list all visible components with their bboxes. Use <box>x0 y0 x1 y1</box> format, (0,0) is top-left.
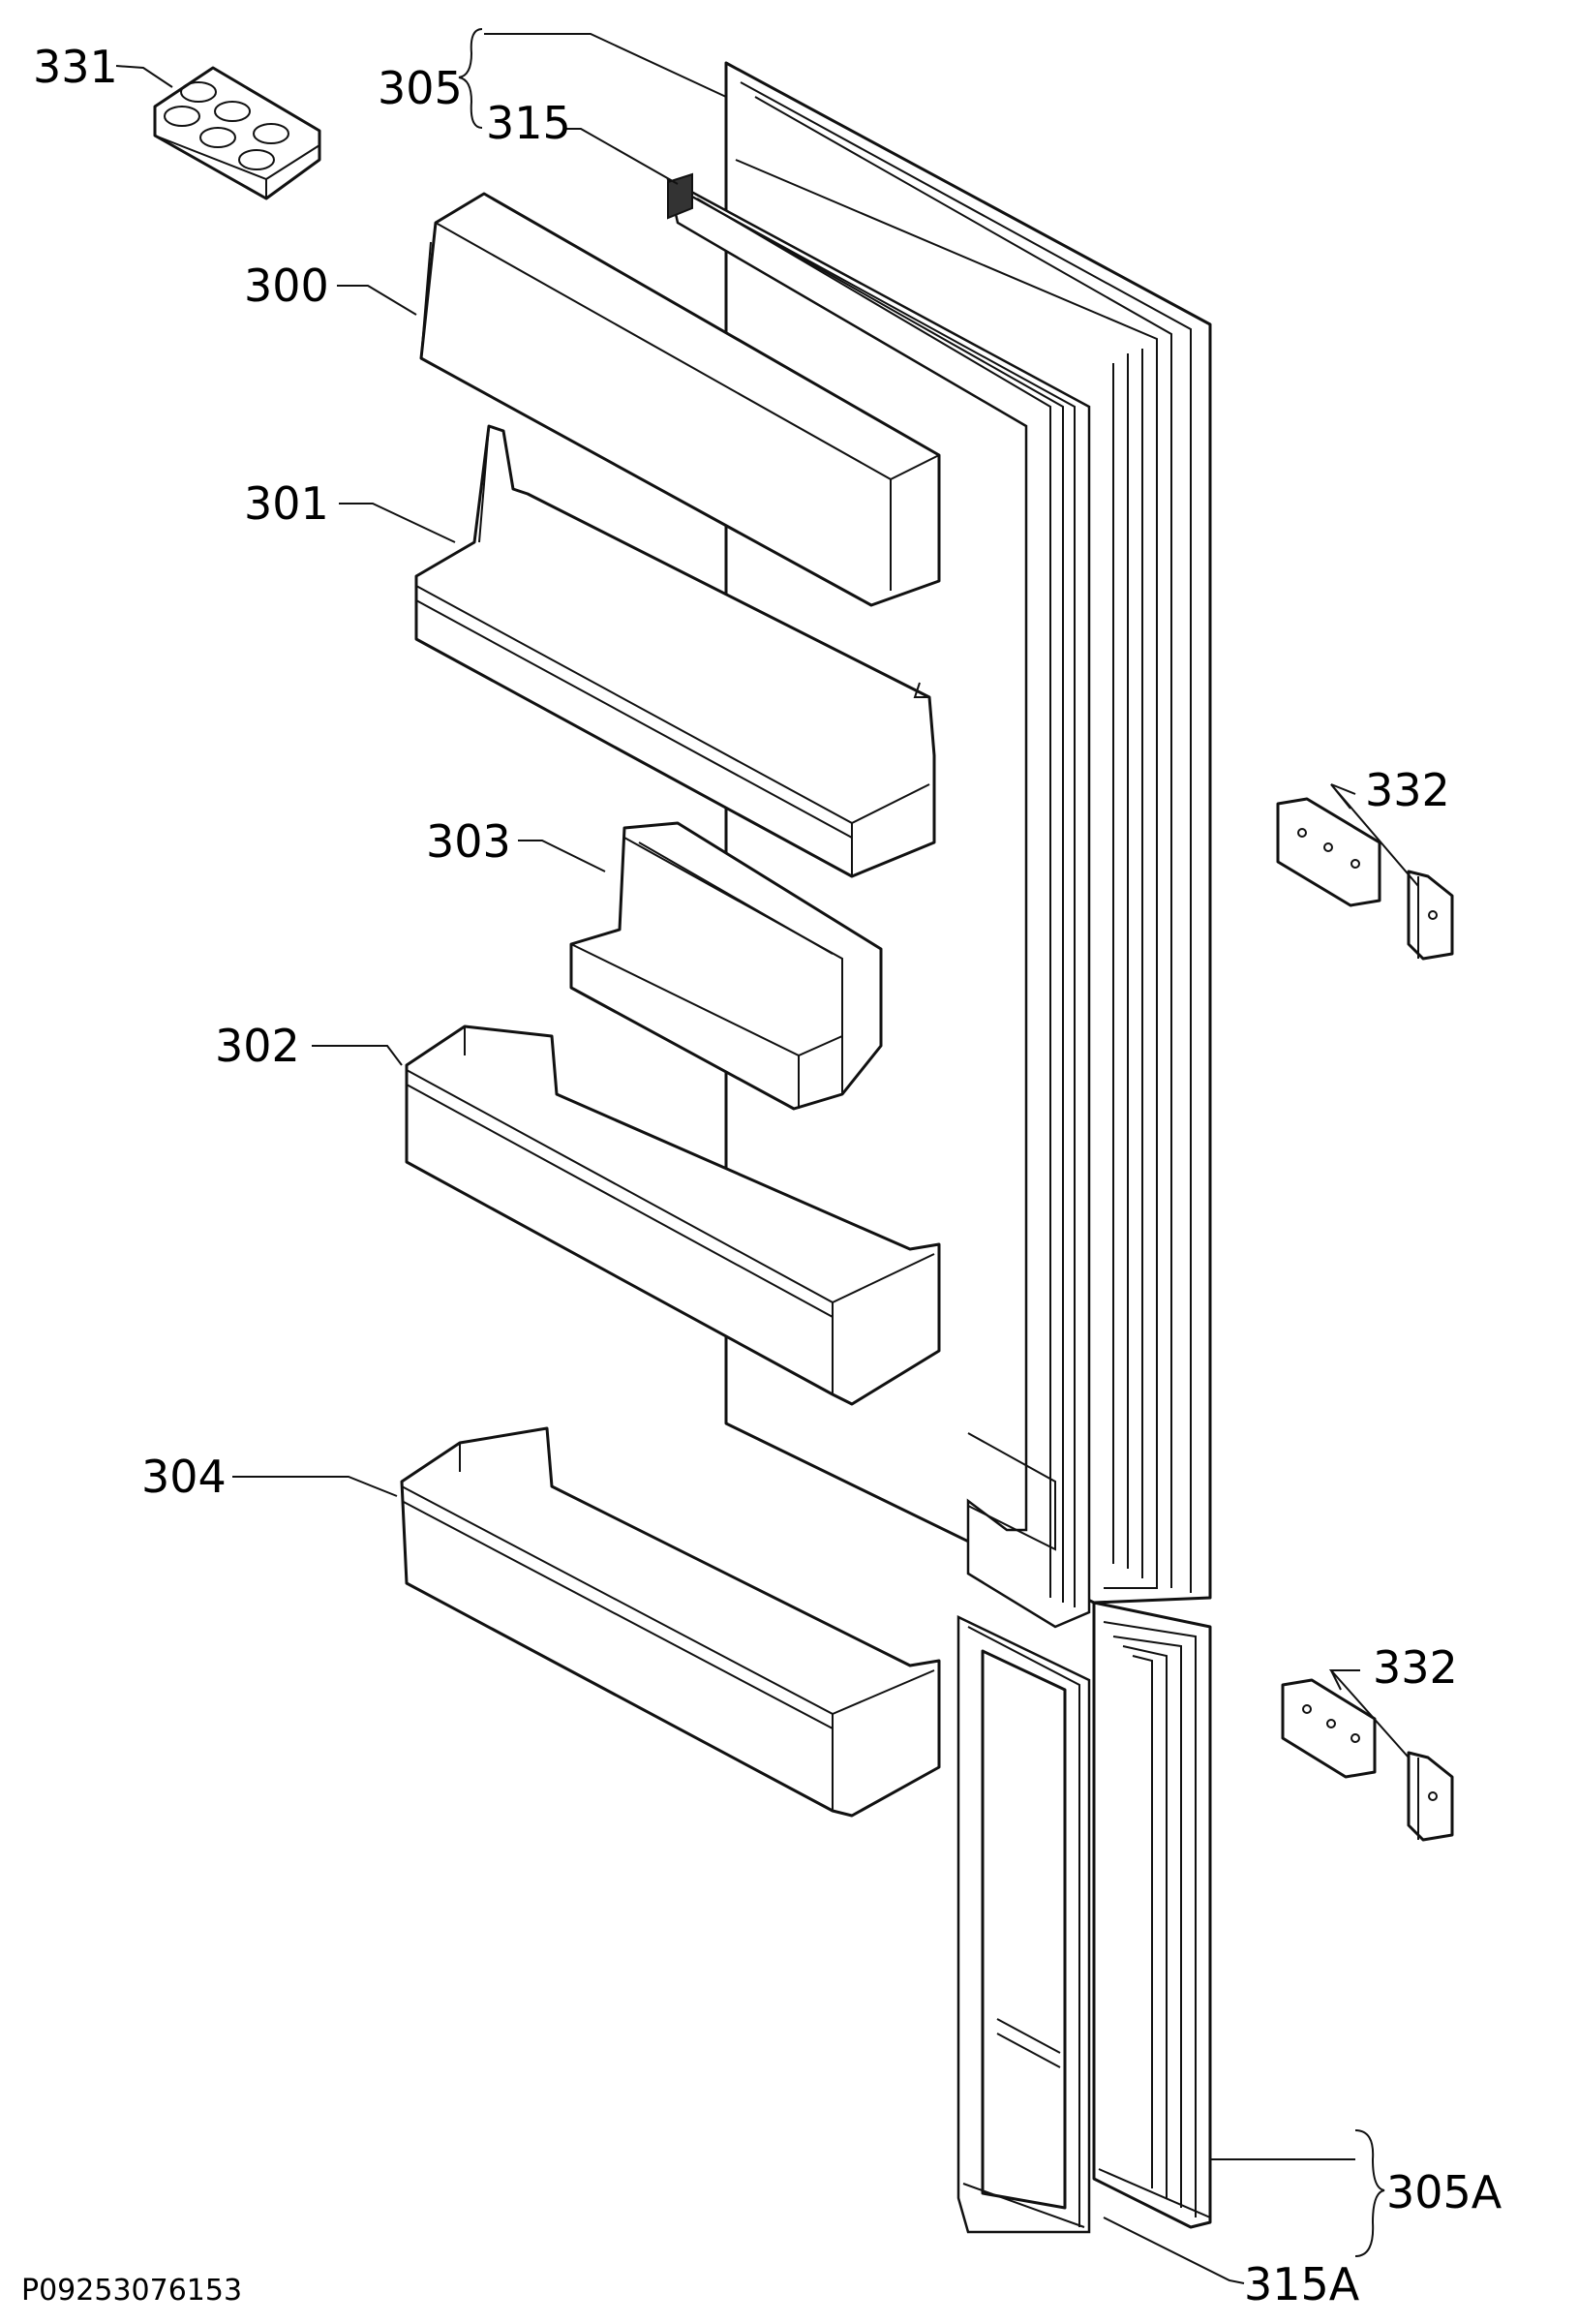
label-332-upper: 332 <box>1365 764 1450 816</box>
label-331: 331 <box>33 41 118 93</box>
label-332-lower: 332 <box>1373 1641 1458 1694</box>
label-315a: 315A <box>1244 2258 1360 2310</box>
label-305: 305 <box>378 62 463 114</box>
lower-door-panel <box>1092 1601 1212 2229</box>
label-301: 301 <box>244 477 329 530</box>
part-labels: 331 305 315 300 301 303 302 304 332 332 … <box>21 41 1502 2310</box>
label-302: 302 <box>215 1020 300 1072</box>
hinge-bracket-upper <box>1276 797 1454 961</box>
upper-door-gasket <box>666 172 1091 1629</box>
label-300: 300 <box>244 260 329 312</box>
label-305a: 305A <box>1386 2166 1502 2218</box>
label-304: 304 <box>141 1451 227 1503</box>
top-door-shelf <box>414 424 936 878</box>
label-315: 315 <box>486 97 571 149</box>
bottom-door-shelf <box>400 1426 941 1818</box>
middle-door-shelf <box>405 1024 941 1406</box>
leader-lines <box>115 28 1419 2284</box>
lower-door-gasket <box>956 1615 1091 2234</box>
label-303: 303 <box>426 815 511 868</box>
drawing-reference-number: P09253076153 <box>21 2274 242 2308</box>
hinge-bracket-lower <box>1281 1678 1454 1842</box>
dairy-compartment-cover <box>419 192 941 607</box>
small-door-compartment <box>569 821 883 1111</box>
egg-tray <box>153 66 321 200</box>
